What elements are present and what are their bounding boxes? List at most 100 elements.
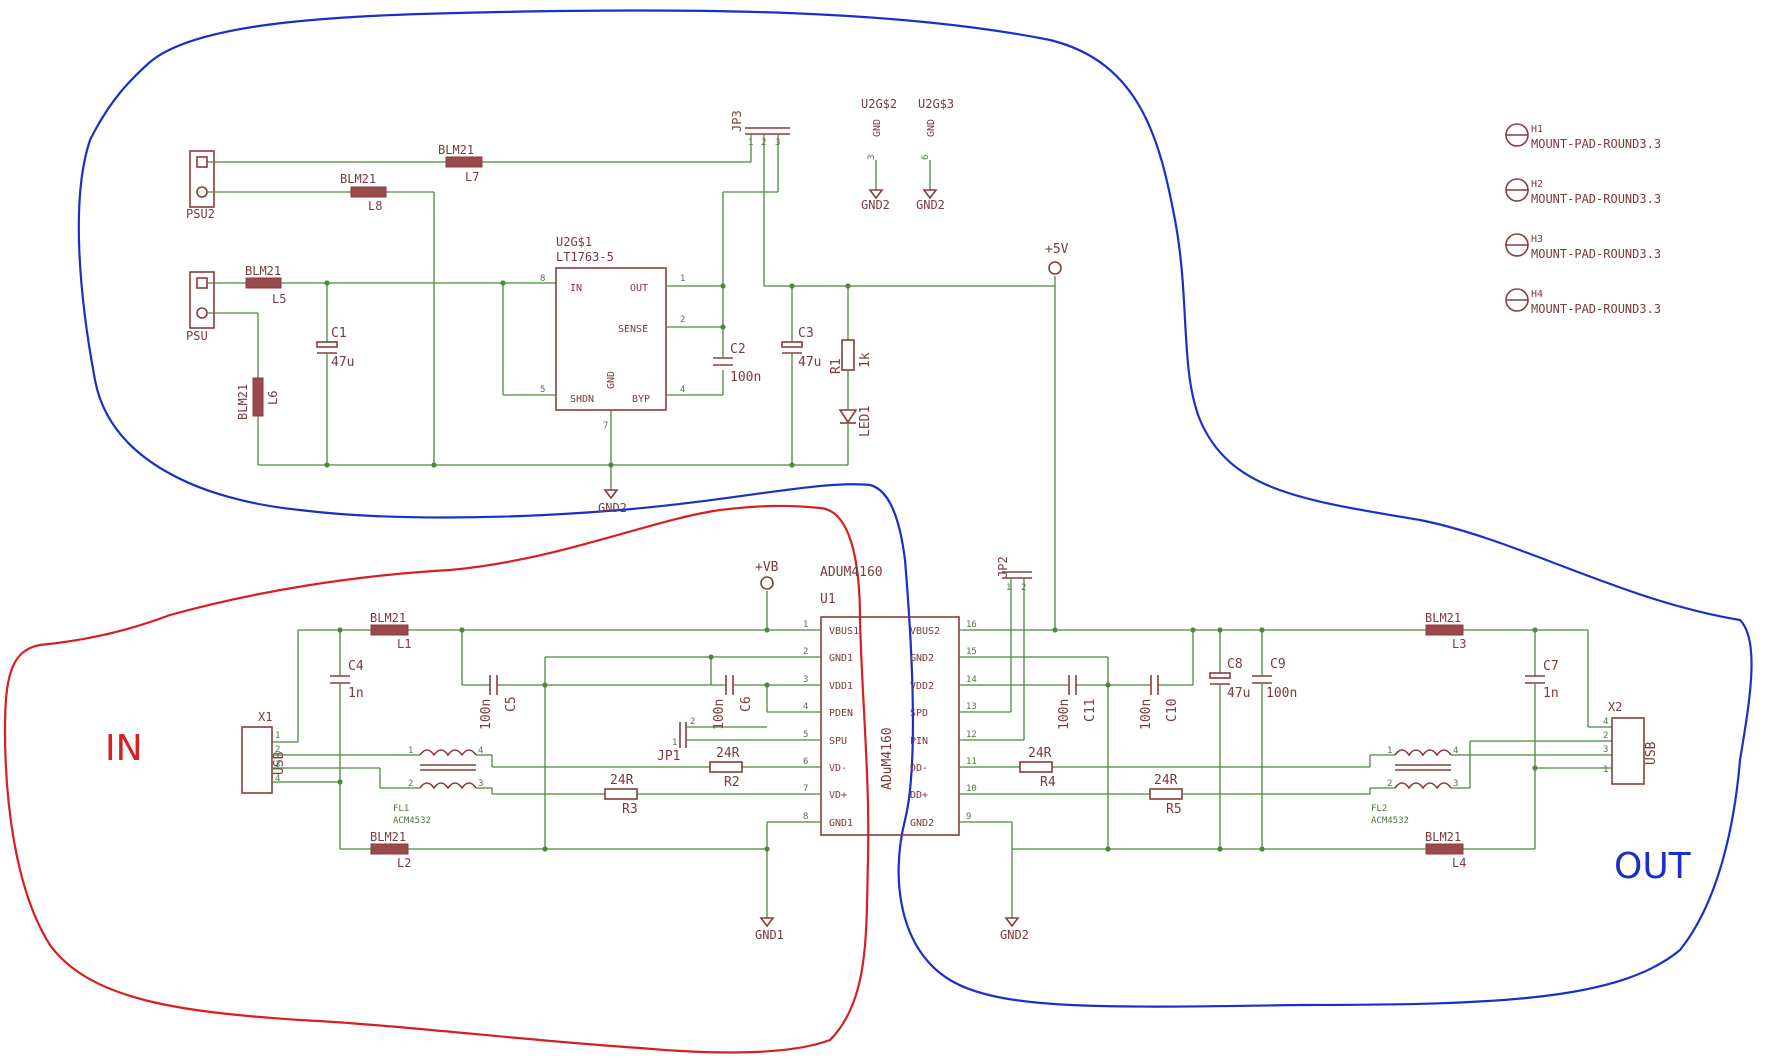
x1-ref: X1	[258, 710, 272, 724]
x1-usb: USB	[272, 751, 287, 775]
u1-right-pin-name: VBUS2	[910, 626, 940, 637]
c5-value: 100n	[479, 699, 494, 730]
c4-ref: C4	[348, 659, 364, 674]
fl1-part: ACM4532	[393, 816, 431, 826]
svg-text:H1: H1	[1531, 124, 1543, 135]
u1-right-pin-num: 13	[966, 702, 977, 712]
r4-ref: R4	[1040, 775, 1056, 790]
jp3-pin2: 2	[761, 138, 766, 148]
c4-value: 1n	[348, 686, 364, 701]
c1-value: 47u	[331, 355, 354, 370]
svg-text:4: 4	[275, 774, 280, 784]
r3-value: 24R	[610, 773, 634, 788]
reg-pin-byp: BYP	[632, 394, 650, 405]
u1-right-pin-num: 10	[966, 784, 977, 794]
reg-pin-in: IN	[570, 283, 582, 294]
c8-ref: C8	[1227, 657, 1243, 672]
c7-value: 1n	[1543, 686, 1559, 701]
fl1-ref: FL1	[393, 804, 409, 814]
psu2-pin2	[196, 186, 208, 198]
l8-ferrite	[350, 186, 387, 198]
u2g3-num: 6	[921, 155, 931, 160]
l3-ferrite	[1425, 624, 1464, 636]
u1-right-pin-num: 11	[966, 757, 977, 767]
r4-value: 24R	[1028, 746, 1052, 761]
fl2-choke: 1 4 2 3 FL2 ACM4532	[1369, 746, 1470, 826]
u1-body-label: ADuM4160	[880, 727, 895, 790]
mount-pad-h3: H3 MOUNT-PAD-ROUND3.3	[1505, 233, 1661, 261]
jp3-label: JP3	[730, 110, 744, 132]
c3-cap	[781, 341, 803, 348]
u1-left-pin-name: GND1	[829, 653, 853, 664]
u1-left-pin-name: SPU	[829, 736, 847, 747]
x2-connector	[1611, 717, 1645, 785]
u1-right-pin-num: 16	[966, 620, 977, 630]
l6-type: BLM21	[236, 384, 250, 420]
u2g2-num: 3	[867, 155, 877, 160]
l5-type: BLM21	[245, 264, 281, 278]
u2g3-ref: U2G$3	[918, 97, 954, 111]
l3-ref: L3	[1452, 637, 1466, 651]
jp1-label: JP1	[657, 749, 680, 764]
gnd1-label: GND1	[755, 928, 784, 942]
vb-symbol	[760, 576, 774, 590]
u1-right-pin-name: GND2	[910, 653, 934, 664]
r2-ref: R2	[724, 775, 740, 790]
c9-value: 100n	[1266, 686, 1297, 701]
mount-pads: H1 MOUNT-PAD-ROUND3.3 H2 MOUNT-PAD-ROUND…	[1505, 123, 1661, 316]
out-side: JP2 1 2 BLM21 L3 100n C11 100n C10	[959, 556, 1659, 942]
l3-type: BLM21	[1425, 611, 1461, 625]
reg-pin-shdn: SHDN	[570, 394, 594, 405]
l8-type: BLM21	[340, 172, 376, 186]
c7-ref: C7	[1543, 659, 1559, 674]
l2-type: BLM21	[370, 830, 406, 844]
reg-num-shdn: 5	[540, 385, 545, 395]
r4-resistor	[1019, 761, 1053, 773]
u1-right-pin-num: 9	[966, 812, 971, 822]
vb-label: +VB	[755, 560, 779, 575]
svg-text:3: 3	[1603, 745, 1608, 755]
l4-ferrite	[1425, 843, 1464, 855]
u1-left-pin-num: 4	[803, 702, 808, 712]
svg-text:1: 1	[408, 746, 413, 756]
reg-pin-out: OUT	[630, 283, 648, 294]
u1-left-pin-name: GND1	[829, 818, 853, 829]
c10-ref: C10	[1165, 699, 1180, 722]
svg-text:3: 3	[275, 760, 280, 770]
in-region-outline	[3, 504, 870, 1054]
l6-ferrite	[252, 377, 264, 417]
led1-ref: LED1	[858, 406, 873, 437]
u2g3-pin: GND	[926, 119, 937, 137]
l1-ref: L1	[397, 637, 411, 651]
reg-pin-gnd: GND	[606, 371, 617, 389]
mount-pad-h2: H2 MOUNT-PAD-ROUND3.3	[1505, 178, 1661, 206]
u1-right-pin-name: PIN	[910, 736, 928, 747]
psu2-connector	[189, 150, 215, 208]
r3-ref: R3	[622, 802, 638, 817]
jp3-pin1: 1	[748, 138, 753, 148]
u1-left-pin-num: 5	[803, 730, 808, 740]
fl2-part: ACM4532	[1371, 816, 1409, 826]
r2-value: 24R	[716, 746, 740, 761]
u1-left-pin-num: 2	[803, 647, 808, 657]
power-section: PSU2 PSU BLM21 L7 BLM21 L8 JP3 1 2 3	[186, 110, 1069, 628]
c6-value: 100n	[712, 699, 727, 730]
fl2-ref: FL2	[1371, 804, 1387, 814]
psu-pin2	[196, 307, 208, 319]
in-label: IN	[105, 728, 143, 769]
fl1-choke: 1 4 2 3 FL1 ACM4532	[393, 746, 492, 826]
l2-ferrite	[370, 843, 409, 855]
svg-text:2: 2	[690, 717, 695, 727]
u1-left-pin-num: 6	[803, 757, 808, 767]
c9-ref: C9	[1270, 657, 1286, 672]
svg-text:2: 2	[1603, 731, 1608, 741]
l7-ref: L7	[465, 170, 479, 184]
r2-resistor	[709, 761, 743, 773]
u1-right-pin-name: DD+	[910, 790, 928, 801]
u1-left-pin-name: PDEN	[829, 708, 853, 719]
c3-value: 47u	[798, 355, 821, 370]
u1-right-pin-name: GND2	[910, 818, 934, 829]
u2g2-ref: U2G$2	[861, 97, 897, 111]
psu-label: PSU	[186, 329, 208, 343]
psu2-label: PSU2	[186, 207, 215, 221]
